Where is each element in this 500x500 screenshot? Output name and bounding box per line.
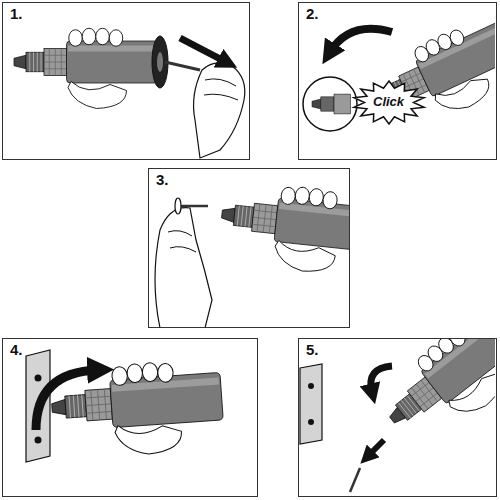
step-panel: 4. xyxy=(2,338,258,497)
step-panel: 3. xyxy=(148,168,350,328)
step-number: 4. xyxy=(8,342,25,359)
click-starburst: Click xyxy=(353,81,425,124)
step-panel: 5. xyxy=(298,338,497,497)
step-2-art xyxy=(303,10,495,141)
mandrel xyxy=(350,468,360,492)
direction-arrow xyxy=(180,38,226,62)
step-number: 3. xyxy=(154,172,171,189)
step-number: 5. xyxy=(304,342,321,359)
step-number: 2. xyxy=(304,6,321,23)
detail-circle xyxy=(303,77,357,131)
turn-arrow xyxy=(36,370,98,430)
step-4-art xyxy=(26,350,225,462)
metal-plate xyxy=(300,364,322,444)
hand xyxy=(155,208,212,327)
starburst-outline xyxy=(354,81,424,124)
step-panel: 2. Click xyxy=(298,2,497,160)
step-1-art xyxy=(14,28,245,158)
direction-arrow xyxy=(368,440,384,456)
step-panel: 1. xyxy=(2,2,250,160)
mandrel xyxy=(178,205,208,208)
step-number: 1. xyxy=(8,6,25,23)
step-3-art xyxy=(155,179,349,327)
hand xyxy=(194,63,245,158)
rivet-nut xyxy=(175,198,181,214)
step-5-art xyxy=(300,339,495,492)
mandrel xyxy=(165,62,200,70)
turn-arrow xyxy=(371,366,392,392)
turn-arrow xyxy=(330,29,392,52)
sound-label: Click xyxy=(373,95,404,109)
